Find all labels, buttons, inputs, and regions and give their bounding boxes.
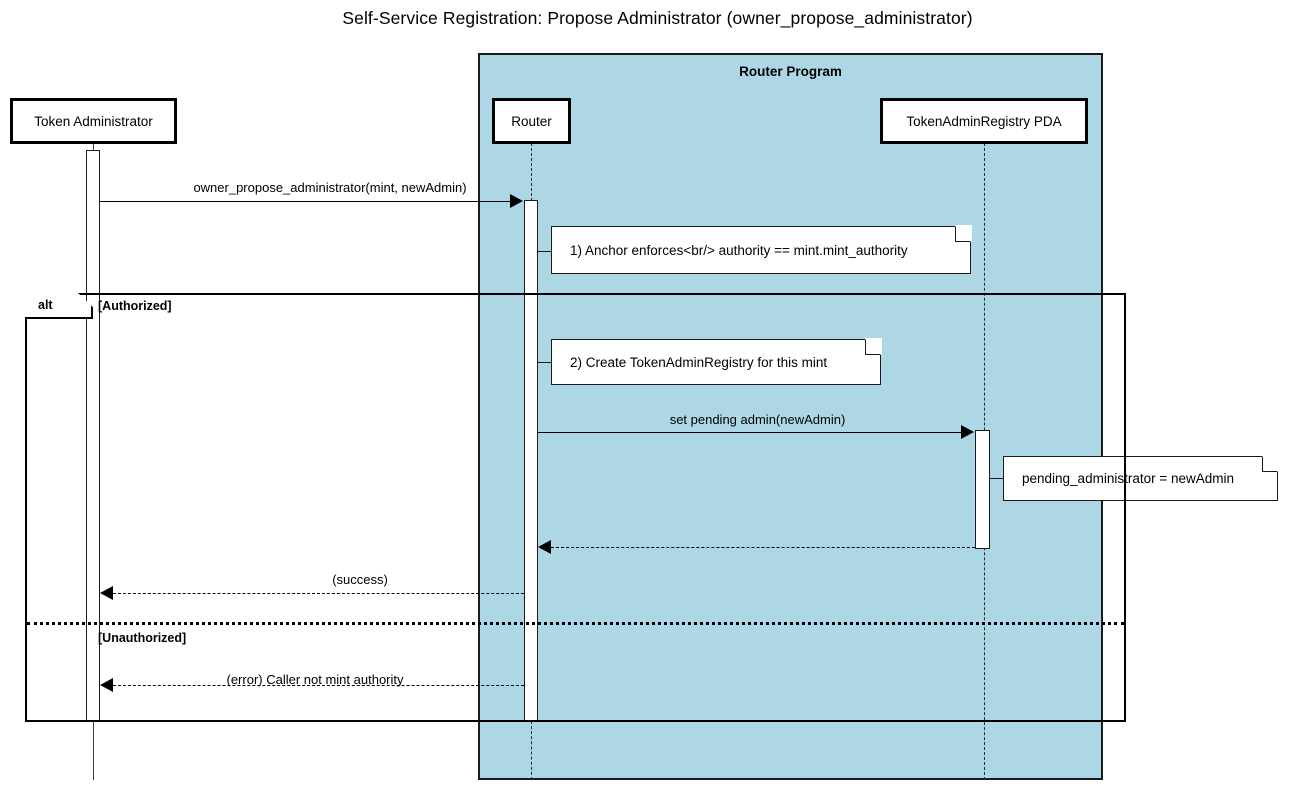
alt-fragment-condition-unauthorized: [Unauthorized] [98,631,187,645]
note-connector-3 [990,478,1004,479]
message-arrowhead-success [100,586,113,600]
activation-token-admin-registry-pda [975,430,990,549]
message-label-owner-propose-administrator: owner_propose_administrator(mint, newAdm… [193,180,467,195]
message-label-set-pending-admin: set pending admin(newAdmin) [669,412,846,427]
participant-label-router: Router [511,113,552,129]
note-text-pending-administrator: pending_administrator = newAdmin [1022,471,1234,486]
note-text-create-token-admin-registry: 2) Create TokenAdminRegistry for this mi… [570,354,828,370]
message-arrowhead-owner-propose-administrator [510,194,523,208]
note-connector-2 [538,362,552,363]
message-line-success [113,593,524,594]
participant-router[interactable]: Router [492,98,571,144]
message-label-success: (success) [332,572,388,587]
alt-fragment-divider [27,622,1124,625]
group-label-router-program: Router Program [739,64,842,79]
note-connector-1 [538,251,552,252]
group-box-router-program: Router Program [478,53,1103,780]
message-arrowhead-pda-return [538,540,551,554]
participant-token-admin-registry-pda[interactable]: TokenAdminRegistry PDA [880,98,1088,144]
message-arrowhead-error [100,678,113,692]
page-title: Self-Service Registration: Propose Admin… [342,8,973,28]
note-create-token-admin-registry: 2) Create TokenAdminRegistry for this mi… [551,338,882,385]
note-pending-administrator: pending_administrator = newAdmin [1003,455,1279,501]
alt-fragment-condition-authorized: [Authorized] [98,299,172,313]
participant-label-token-administrator: Token Administrator [34,113,153,129]
participant-token-administrator[interactable]: Token Administrator [10,98,177,144]
message-arrowhead-set-pending-admin [961,425,974,439]
note-anchor-enforces: 1) Anchor enforces<br/> authority == min… [551,225,972,274]
lifeline-router-upper [531,143,532,201]
message-line-owner-propose-administrator [100,201,512,202]
participant-label-token-admin-registry-pda: TokenAdminRegistry PDA [906,113,1062,129]
note-text-anchor-enforces: 1) Anchor enforces<br/> authority == min… [570,242,908,258]
lifeline-router-lower [531,721,532,780]
message-label-error: (error) Caller not mint authority [226,672,404,687]
activation-router [524,200,538,721]
alt-fragment-operator-label: alt [38,298,53,312]
alt-fragment-tab [25,293,93,319]
message-line-error [113,685,524,686]
message-line-set-pending-admin [538,432,963,433]
message-line-pda-return [551,547,975,548]
